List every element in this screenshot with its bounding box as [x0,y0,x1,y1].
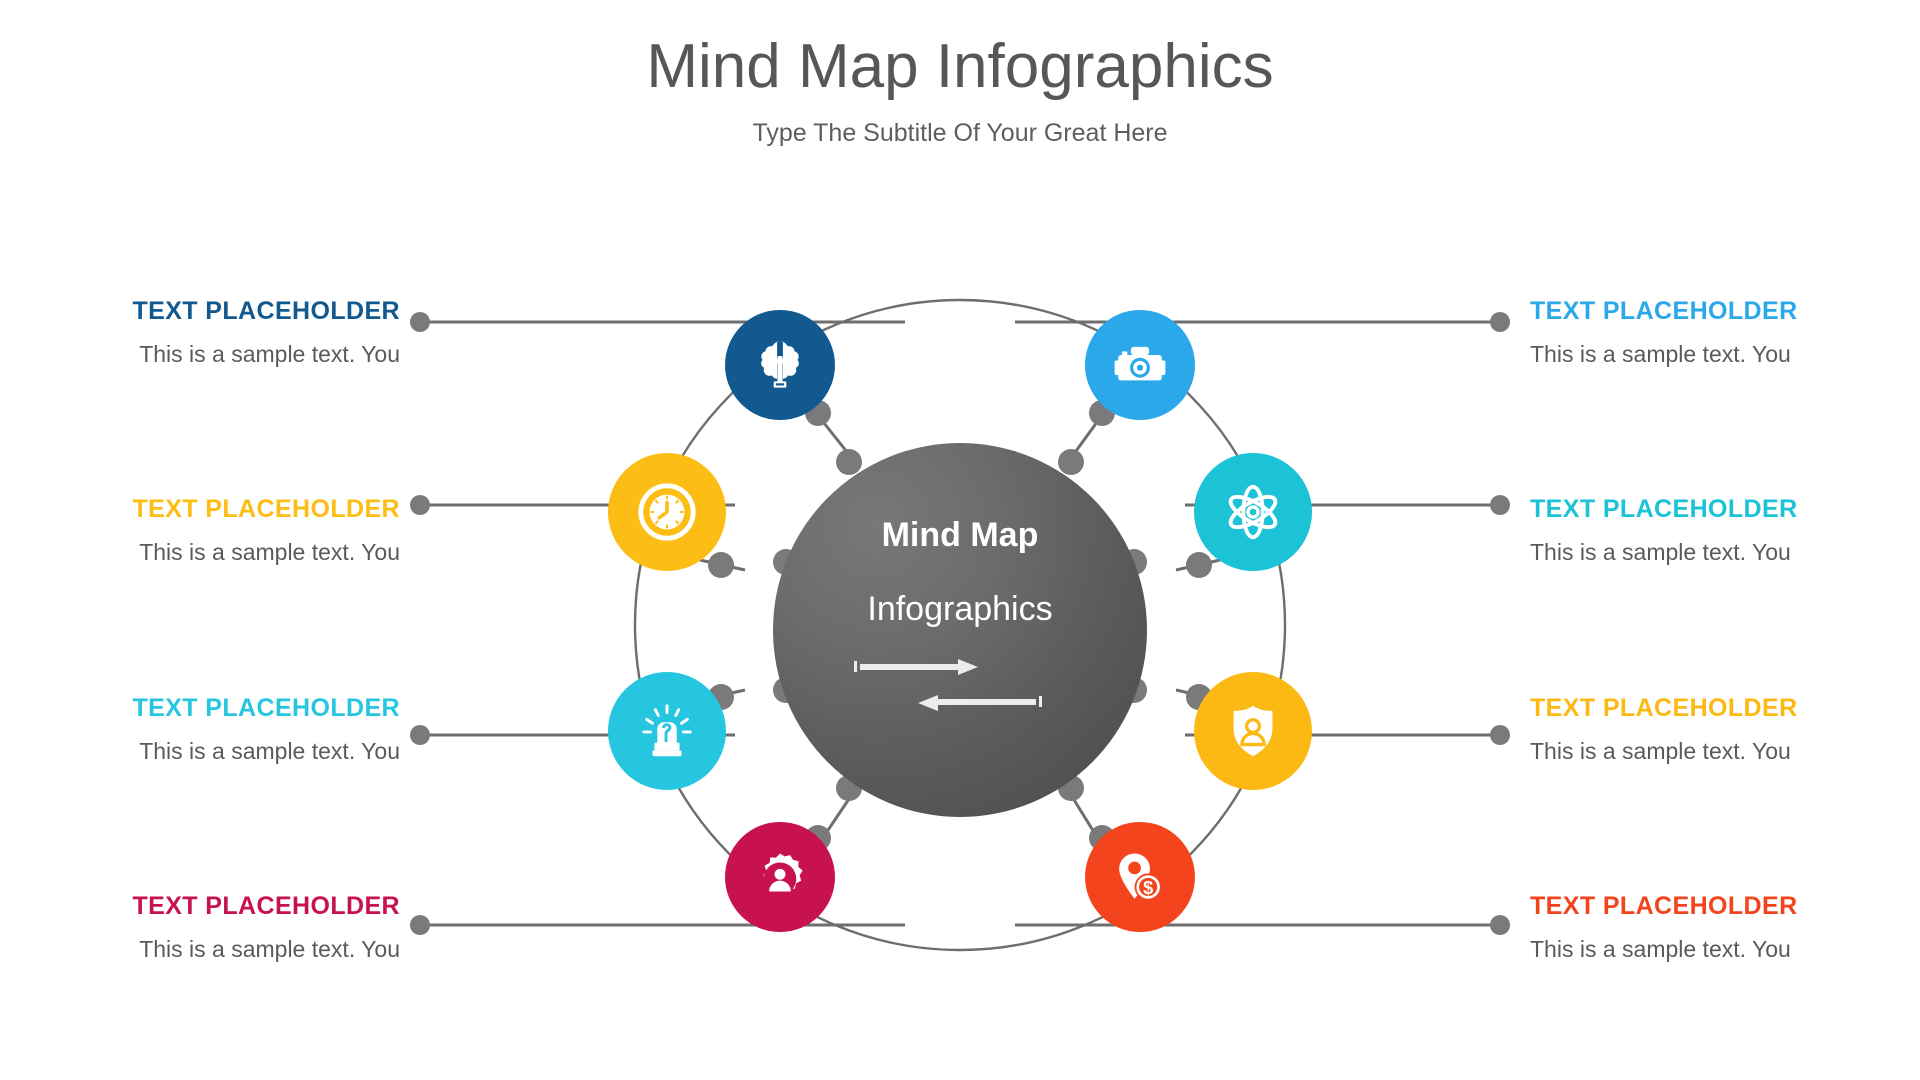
hub-title-line1: Mind Map [881,516,1039,554]
placeholder-title: TEXT PLACEHOLDER [1530,495,1798,523]
placeholder-title: TEXT PLACEHOLDER [132,892,400,920]
text-block-left-1[interactable]: TEXT PLACEHOLDER This is a sample text. … [0,296,400,368]
connector-dot [410,725,430,745]
header: Mind Map Infographics Type The Subtitle … [0,30,1920,148]
placeholder-title: TEXT PLACEHOLDER [1530,694,1798,722]
node-right-3[interactable] [1194,672,1312,790]
idea-hand-icon [636,700,698,762]
placeholder-title: TEXT PLACEHOLDER [1530,297,1798,325]
placeholder-desc: This is a sample text. You [139,539,400,565]
node-right-4[interactable]: $ [1085,822,1195,932]
location-money-icon: $ [1111,848,1169,906]
arrow-right-icon [854,659,978,675]
atom-icon [1222,481,1284,543]
connector-dot [1490,725,1510,745]
gear-user-icon [751,848,809,906]
text-block-left-4[interactable]: TEXT PLACEHOLDER This is a sample text. … [0,891,400,963]
placeholder-desc: This is a sample text. You [1530,539,1791,565]
page-title: Mind Map Infographics [646,32,1274,101]
connector-dot [410,915,430,935]
placeholder-desc: This is a sample text. You [139,738,400,764]
connector-dot [1490,495,1510,515]
placeholder-desc: This is a sample text. You [139,341,400,367]
placeholder-desc: This is a sample text. You [1530,936,1791,962]
connector-dot [410,312,430,332]
arrow-left-icon [918,695,1042,711]
page-subtitle: Type The Subtitle Of Your Great Here [752,119,1168,147]
shield-user-icon [1222,700,1284,762]
center-hub[interactable]: Mind Map Infographics [773,443,1147,817]
text-block-left-3[interactable]: TEXT PLACEHOLDER This is a sample text. … [0,693,400,765]
placeholder-desc: This is a sample text. You [139,936,400,962]
hub-arrows [850,653,1070,715]
connector-dot [1490,915,1510,935]
camera-icon [1111,336,1169,394]
clock-icon [636,481,698,543]
text-block-right-1[interactable]: TEXT PLACEHOLDER This is a sample text. … [1530,296,1920,368]
placeholder-desc: This is a sample text. You [1530,738,1791,764]
brain-idea-icon [751,336,809,394]
text-block-left-2[interactable]: TEXT PLACEHOLDER This is a sample text. … [0,494,400,566]
node-left-4[interactable] [725,822,835,932]
connector-dot [410,495,430,515]
hub-title-line2: Infographics [867,590,1053,628]
svg-text:$: $ [1143,878,1153,898]
text-block-right-3[interactable]: TEXT PLACEHOLDER This is a sample text. … [1530,693,1920,765]
connector-dot [1490,312,1510,332]
node-right-1[interactable] [1085,310,1195,420]
placeholder-title: TEXT PLACEHOLDER [132,694,400,722]
node-left-2[interactable] [608,453,726,571]
placeholder-desc: This is a sample text. You [1530,341,1791,367]
text-block-right-2[interactable]: TEXT PLACEHOLDER This is a sample text. … [1530,494,1920,566]
text-block-right-4[interactable]: TEXT PLACEHOLDER This is a sample text. … [1530,891,1920,963]
node-left-3[interactable] [608,672,726,790]
node-right-2[interactable] [1194,453,1312,571]
placeholder-title: TEXT PLACEHOLDER [1530,892,1798,920]
placeholder-title: TEXT PLACEHOLDER [132,297,400,325]
node-left-1[interactable] [725,310,835,420]
placeholder-title: TEXT PLACEHOLDER [132,495,400,523]
